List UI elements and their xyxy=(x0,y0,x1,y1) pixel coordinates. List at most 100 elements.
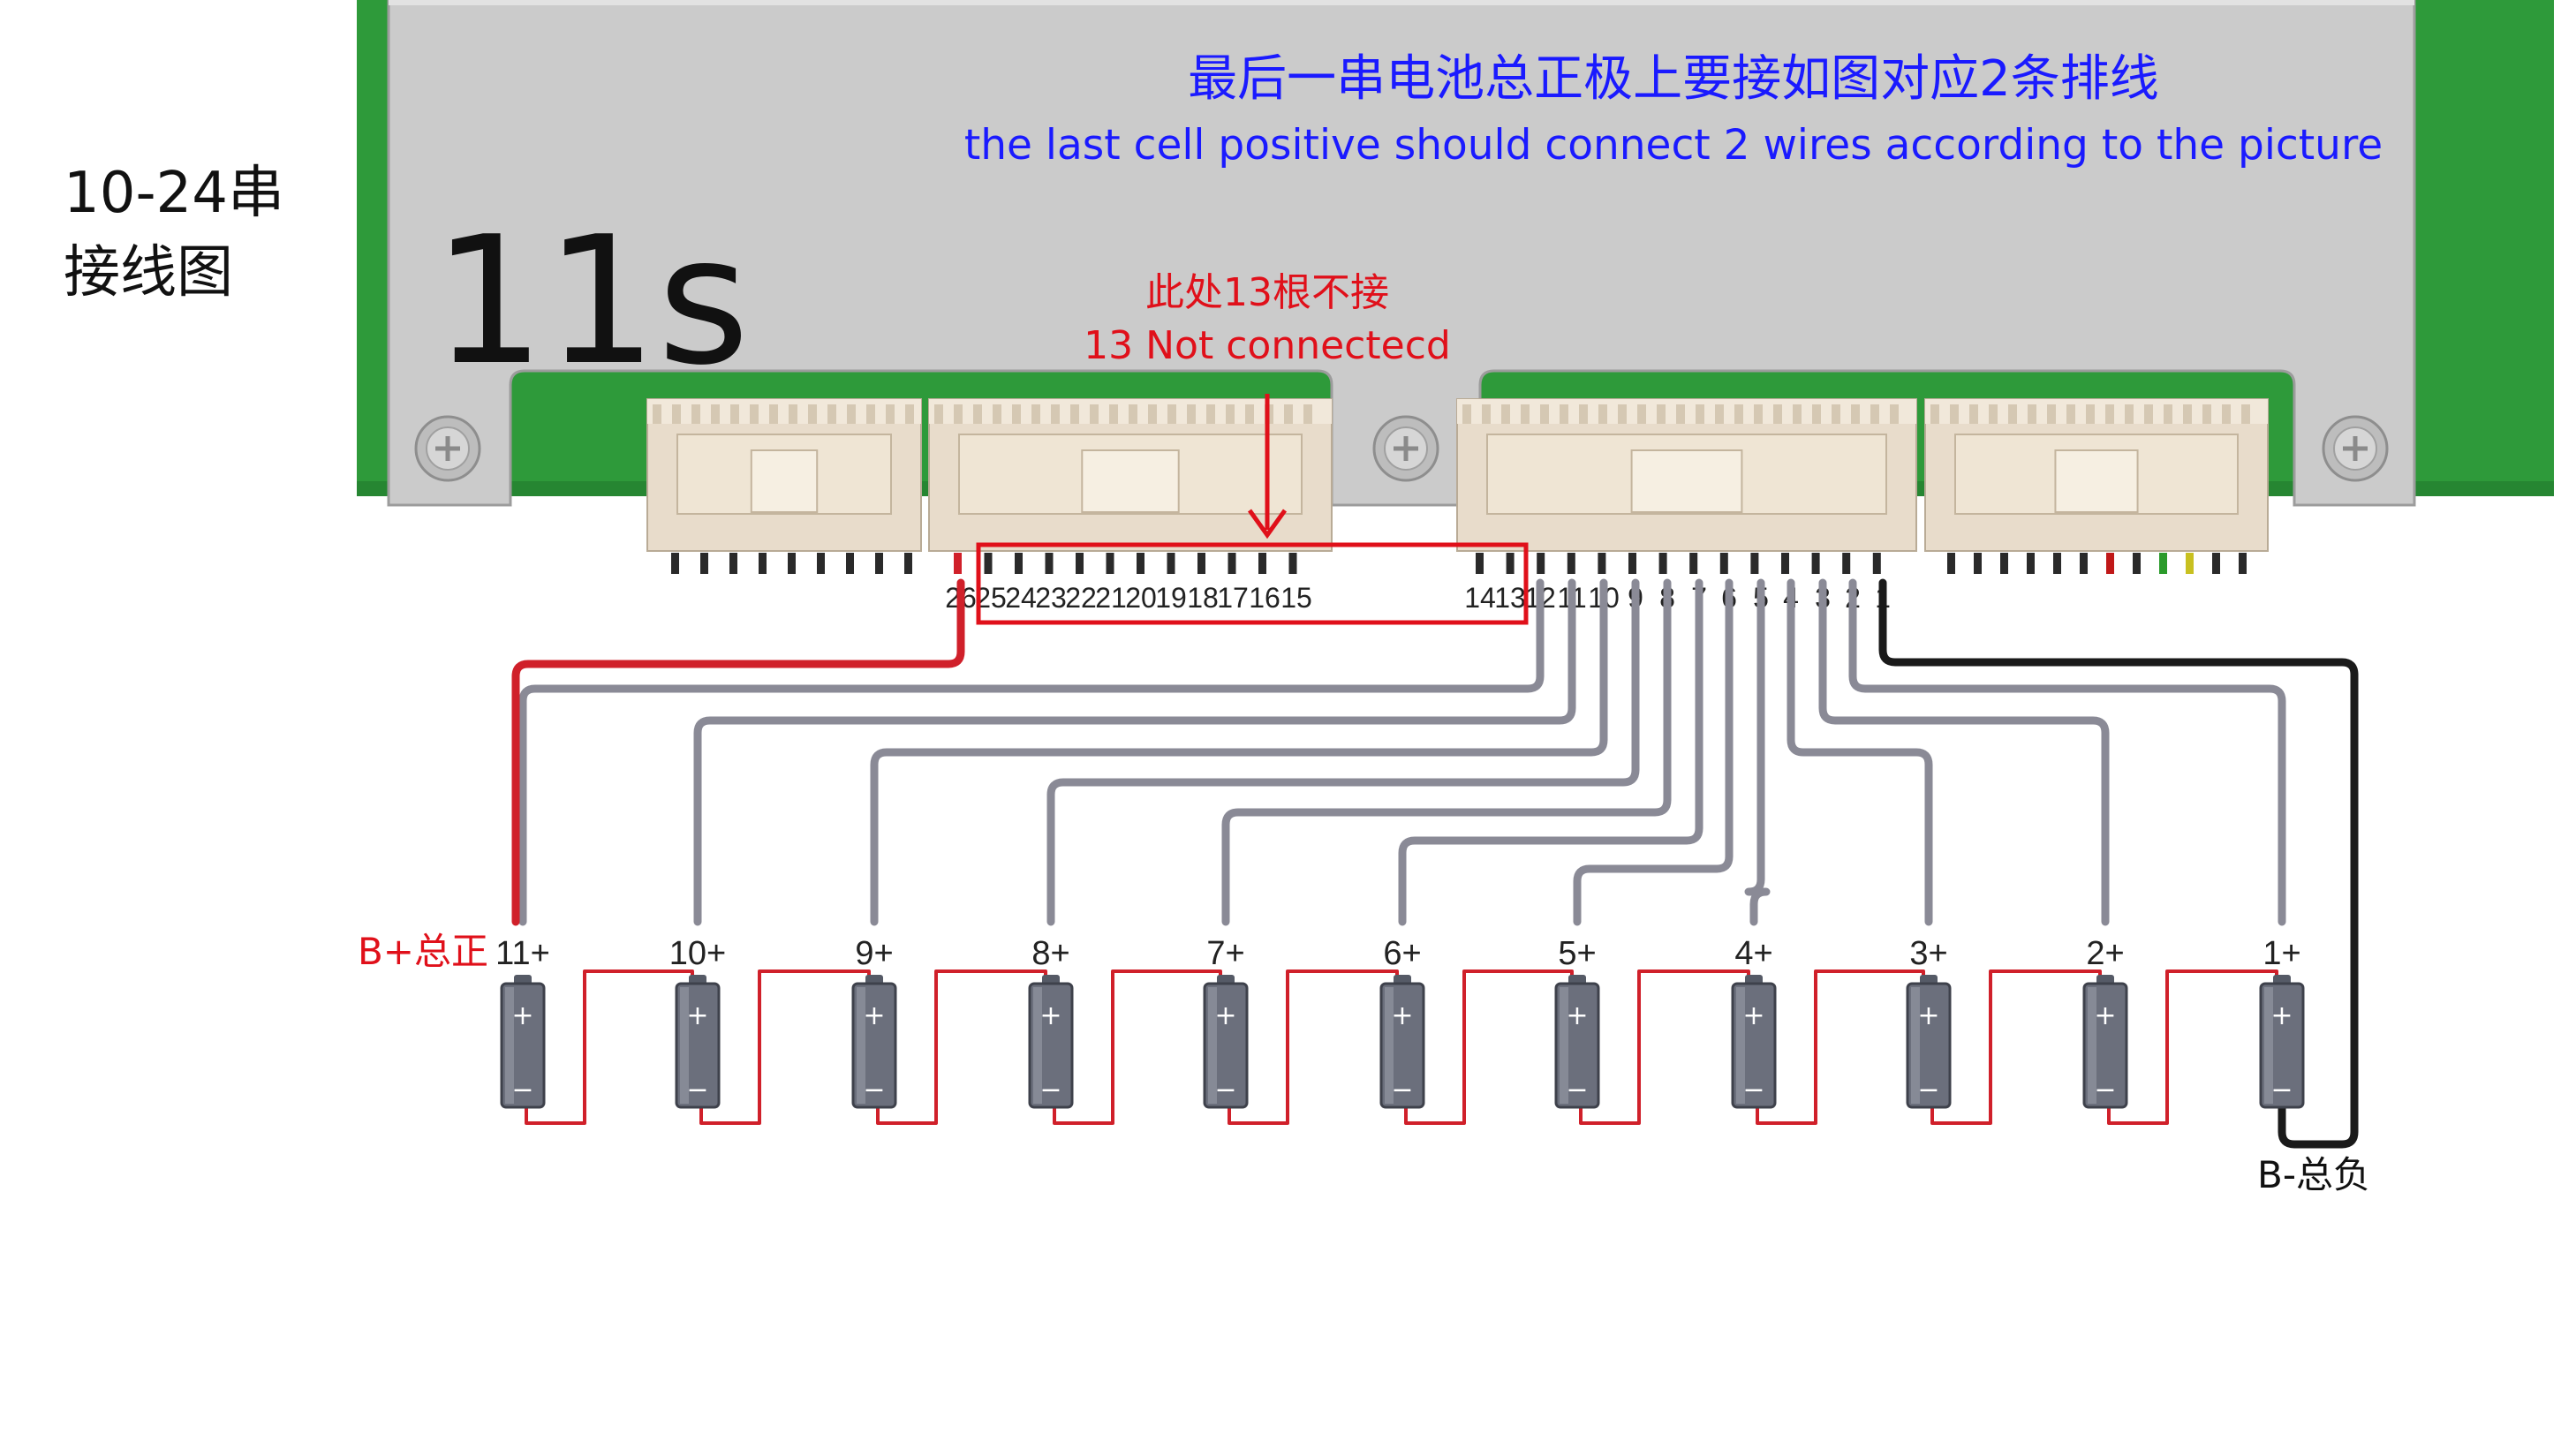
cell-minus-mark: − xyxy=(511,1075,533,1105)
cell-label: 1+ xyxy=(2262,935,2300,972)
connector-balance-a xyxy=(646,398,922,574)
screw-left xyxy=(414,415,481,482)
cell-label: 10+ xyxy=(669,935,726,972)
sense-wire xyxy=(1744,578,1771,926)
cell-plus-mark: + xyxy=(863,1000,885,1031)
series-link-wire xyxy=(1404,969,1574,1125)
connector-balance-c xyxy=(1456,398,1917,574)
sense-wire xyxy=(693,578,1576,926)
series-link-wire xyxy=(525,969,694,1125)
battery-cell: 3+ + − xyxy=(1906,935,1952,1109)
cell-plus-mark: + xyxy=(1039,1000,1061,1031)
cell-minus-mark: − xyxy=(2270,1075,2293,1105)
pin-label: 16 xyxy=(1249,582,1280,614)
cell-minus-mark: − xyxy=(1039,1075,1061,1105)
cell-plus-mark: + xyxy=(1391,1000,1413,1031)
battery-cell: 7+ + − xyxy=(1203,935,1249,1109)
cell-plus-mark: + xyxy=(1566,1000,1588,1031)
cell-label: 2+ xyxy=(2086,935,2124,972)
series-link-wire xyxy=(1053,969,1222,1125)
series-link-wire xyxy=(2107,969,2278,1125)
cell-minus-mark: − xyxy=(1391,1075,1413,1105)
cell-minus-mark: − xyxy=(1566,1075,1588,1105)
series-link-wire xyxy=(876,969,1047,1125)
connector-group xyxy=(646,398,2269,574)
battery-cell: 1+ + − xyxy=(2259,935,2305,1109)
pin-label: 20 xyxy=(1125,582,1157,614)
cell-label: 6+ xyxy=(1383,935,1421,972)
pin-label: 17 xyxy=(1217,582,1249,614)
sense-wire xyxy=(1221,578,1672,926)
pin-label: 13 xyxy=(1494,582,1526,614)
connector-temp xyxy=(1924,398,2269,574)
screw-middle xyxy=(1372,415,1439,482)
battery-cell: 4+ + − xyxy=(1731,935,1777,1109)
series-link-wire xyxy=(1579,969,1750,1125)
pin-label: 21 xyxy=(1095,582,1127,614)
pin-label: 19 xyxy=(1155,582,1187,614)
cell-label: 8+ xyxy=(1031,935,1069,972)
pin-label: 24 xyxy=(1005,582,1037,614)
pin-label: 15 xyxy=(1280,582,1312,614)
pin-label: 22 xyxy=(1065,582,1097,614)
not-connected-note-chinese: 此处13根不接 xyxy=(1145,270,1389,315)
sense-wire xyxy=(1787,578,1933,926)
cell-plus-mark: + xyxy=(511,1000,533,1031)
cell-plus-mark: + xyxy=(2270,1000,2293,1031)
cell-plus-mark: + xyxy=(1917,1000,1939,1031)
cell-minus-mark: − xyxy=(686,1075,708,1105)
screw-right xyxy=(2322,415,2389,482)
side-title-line-2: 接线图 xyxy=(64,240,233,306)
cell-label: 7+ xyxy=(1206,935,1244,972)
b-minus-wire xyxy=(1878,578,2359,1149)
battery-cell: 2+ + − xyxy=(2082,935,2128,1109)
sense-wire xyxy=(518,578,1545,926)
pin-label: 14 xyxy=(1464,582,1496,614)
not-connected-arrow-head xyxy=(1247,509,1288,539)
note-english: the last cell positive should connect 2 … xyxy=(964,121,2383,170)
battery-cell: 11+ + − xyxy=(495,935,550,1109)
plate-highlight xyxy=(389,0,2414,5)
connector-balance-b xyxy=(928,398,1333,574)
battery-cell: 5+ + − xyxy=(1554,935,1600,1109)
cell-label: 11+ xyxy=(495,935,550,972)
sense-wire xyxy=(1046,578,1640,926)
series-link-wire xyxy=(1228,969,1399,1125)
sense-wire xyxy=(870,578,1608,926)
battery-cell: 6+ + − xyxy=(1379,935,1425,1109)
series-link-wire xyxy=(699,969,871,1125)
note-chinese: 最后一串电池总正极上要接如图对应2条排线 xyxy=(1188,50,2159,108)
cell-minus-mark: − xyxy=(1742,1075,1764,1105)
b-minus-label: B-总负 xyxy=(2257,1153,2370,1196)
cell-minus-mark: − xyxy=(1214,1075,1236,1105)
sense-wire xyxy=(1818,578,2110,926)
cell-label: 4+ xyxy=(1734,935,1772,972)
series-link-wire xyxy=(1756,969,1925,1125)
not-connected-box xyxy=(976,542,1529,625)
sense-wire xyxy=(1848,578,2286,926)
cell-label: 9+ xyxy=(855,935,893,972)
battery-cell: 10+ + − xyxy=(669,935,726,1109)
b-plus-wire xyxy=(511,578,965,926)
cell-label: 3+ xyxy=(1909,935,1947,972)
cell-group: 11++−10++−9++−8++−7++−6++−5++−4++−3++−2+… xyxy=(495,935,2305,1109)
cell-plus-mark: + xyxy=(1214,1000,1236,1031)
cell-plus-mark: + xyxy=(1742,1000,1764,1031)
not-connected-note-english: 13 Not connectecd xyxy=(1084,323,1451,368)
cell-plus-mark: + xyxy=(2094,1000,2116,1031)
battery-cell: 9+ + − xyxy=(851,935,897,1109)
cell-label: 5+ xyxy=(1558,935,1596,972)
cell-minus-mark: − xyxy=(863,1075,885,1105)
series-link-wire xyxy=(1930,969,2102,1125)
sense-wire xyxy=(1398,578,1703,926)
cell-minus-mark: − xyxy=(2094,1075,2116,1105)
cell-plus-mark: + xyxy=(686,1000,708,1031)
side-title-line-1: 10-24串 xyxy=(64,161,284,226)
cell-minus-mark: − xyxy=(1917,1075,1939,1105)
sense-wire xyxy=(1573,578,1734,926)
b-plus-label: B+总正 xyxy=(358,930,488,973)
wire-group xyxy=(511,578,2359,1149)
